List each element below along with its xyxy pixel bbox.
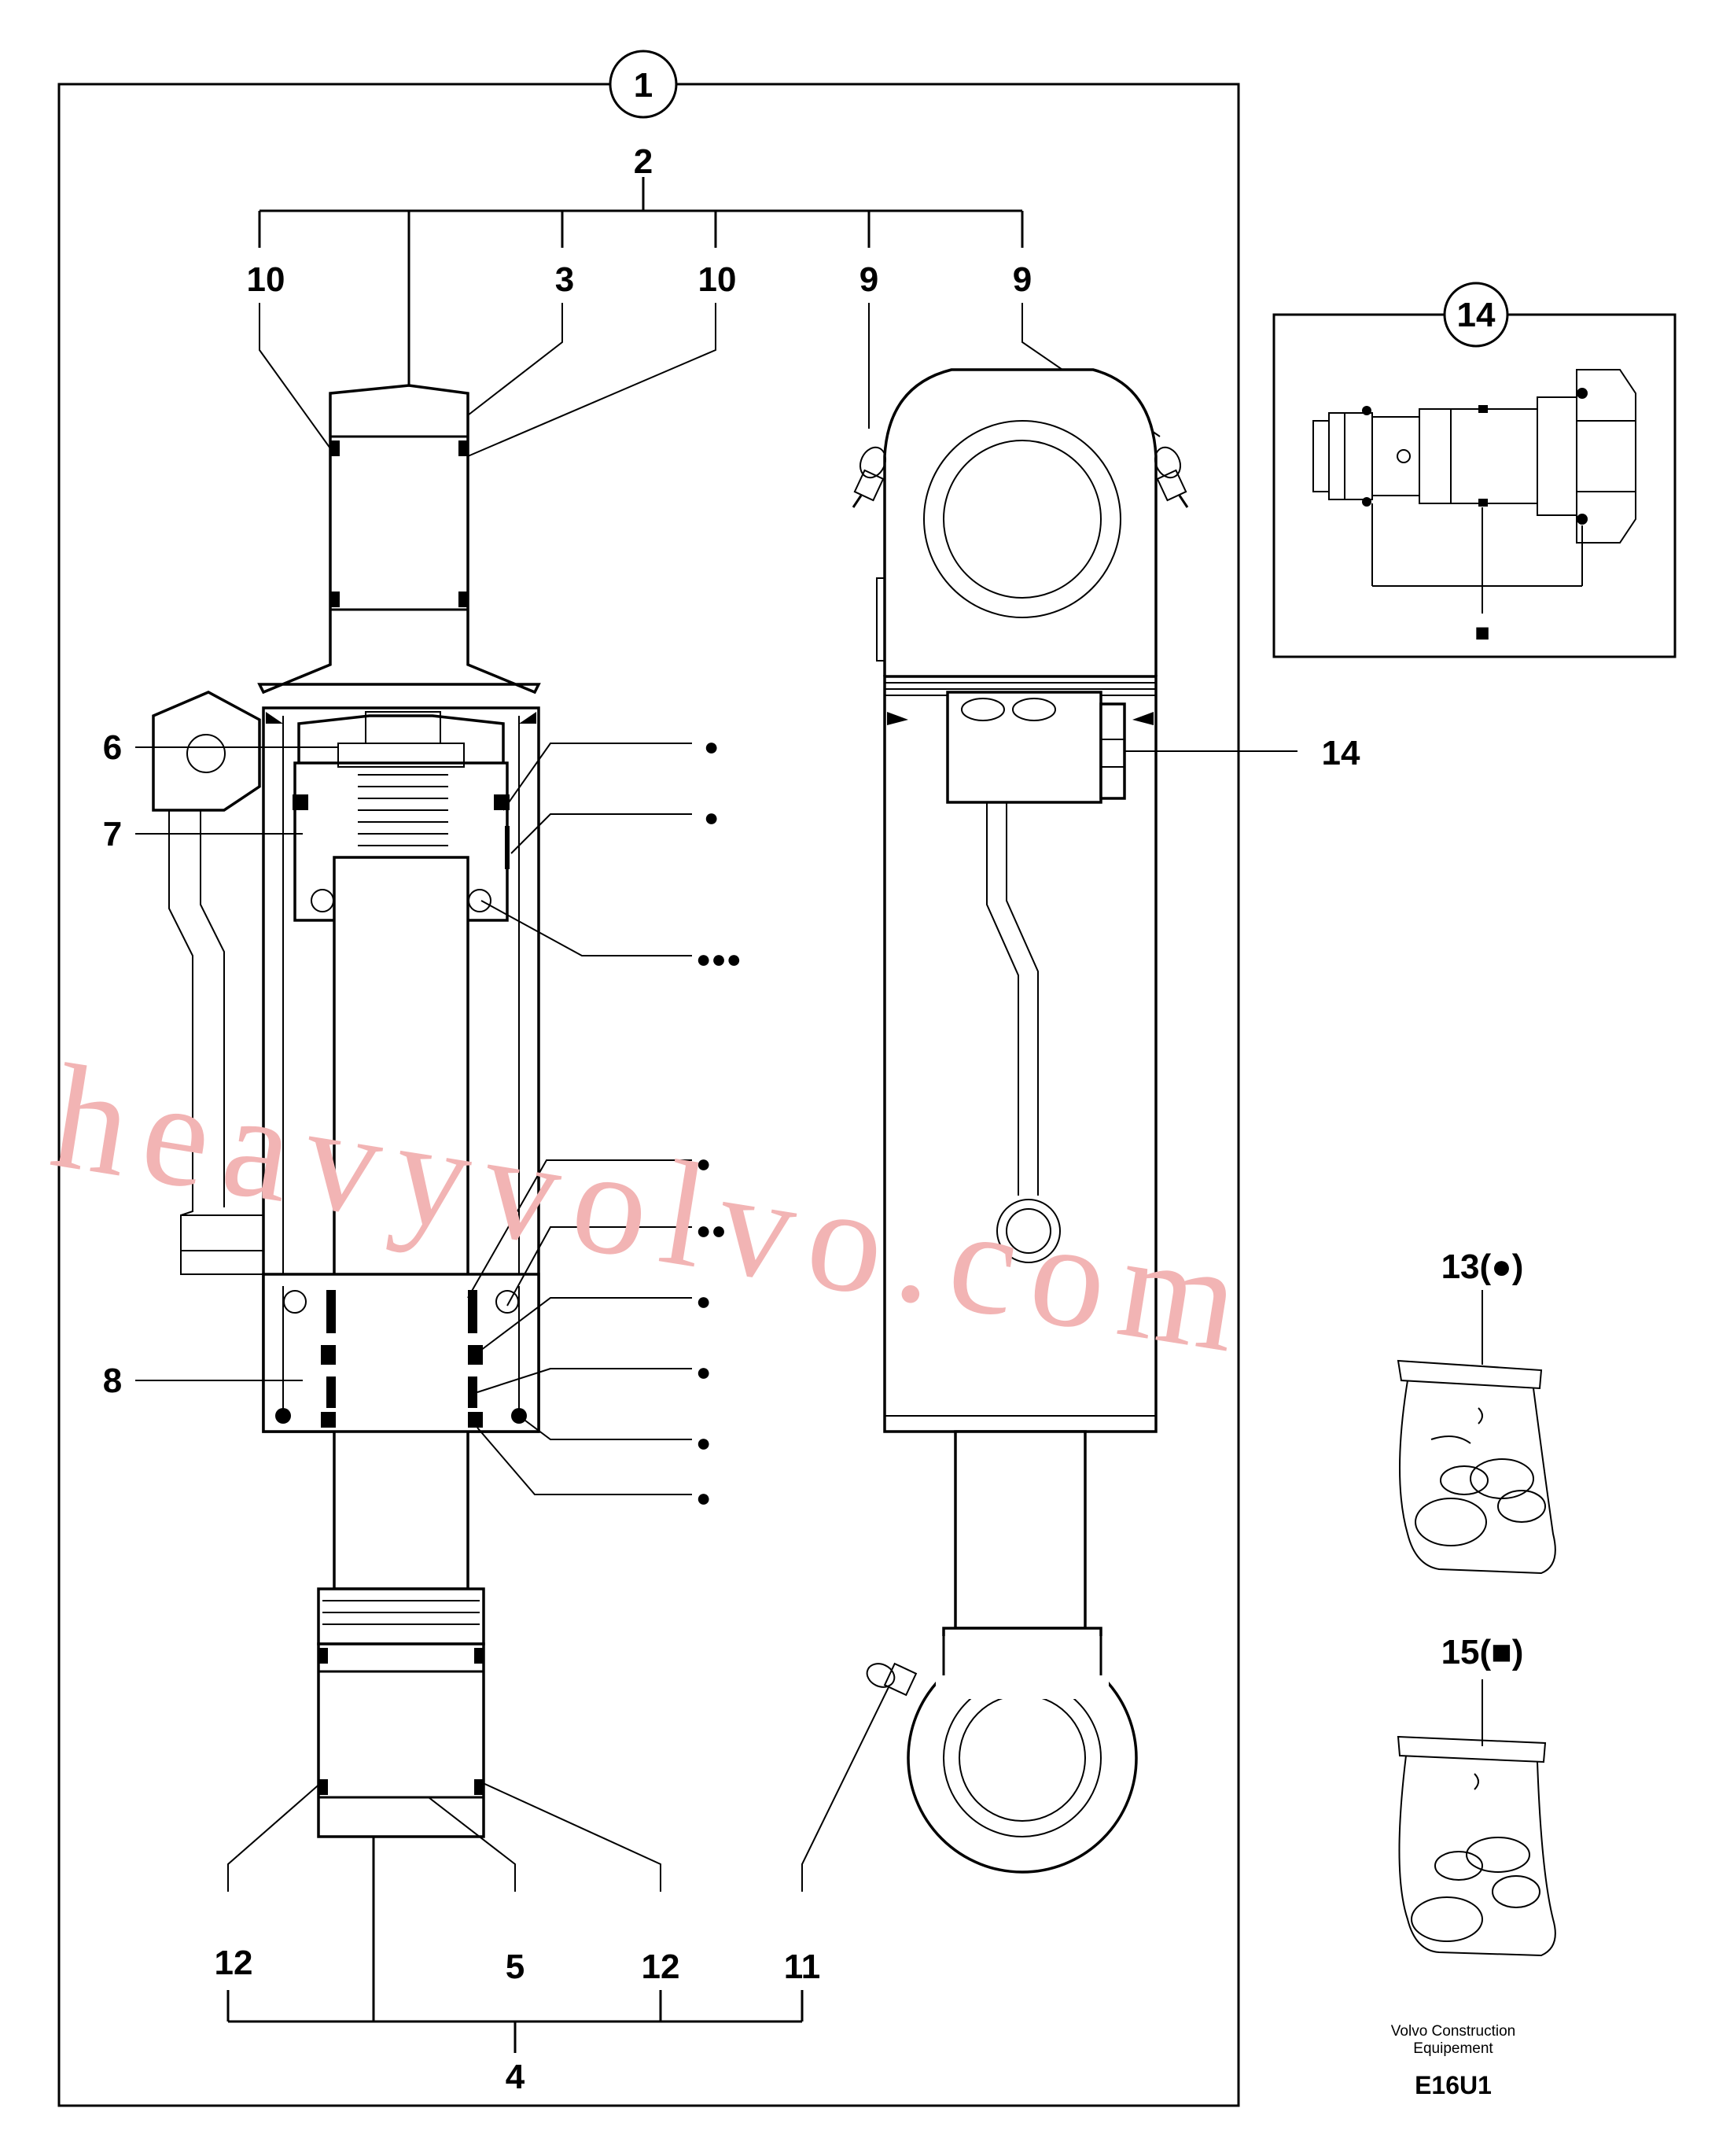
callout-9b: 9 [1013,260,1032,299]
footer-code: E16U1 [1415,2071,1492,2099]
seal-marker-1: ● [704,732,719,761]
callout-12b: 12 [642,1948,680,1986]
grease-nipple-bottom [866,1662,918,1697]
cylinder-right [852,368,1189,1874]
seal-marker-4: ● [696,1149,711,1178]
seal-marker-6: ● [696,1287,711,1315]
seal-leaders [467,743,692,1495]
callout-3: 3 [555,260,574,299]
callout-6: 6 [103,728,122,767]
top-leaders [259,303,1161,457]
inset-marker: ■ [1474,618,1489,647]
footer-company-line2: Equipement [1413,2040,1493,2057]
seal-marker-7: ● [696,1358,711,1386]
seal-marker-3: ●●● [696,945,742,973]
callout-7: 7 [103,815,122,853]
inset-14: 14 ■ [1272,282,1677,658]
seal-marker-8: ● [696,1428,711,1457]
grease-nipple-left [852,446,887,508]
footer-company-line1: Volvo Construction [1391,2023,1515,2040]
cylinder-left [152,384,541,1838]
callout-2: 2 [634,142,653,181]
seal-marker-5: ●● [696,1216,727,1244]
callout-12a: 12 [215,1944,253,1982]
kit-15: 15(■) [1397,1633,1556,1957]
inset-callout-14: 14 [1457,296,1496,334]
seal-marker-2: ● [704,803,719,831]
kit-13-label: 13(●) [1441,1248,1524,1286]
seal-marker-9: ● [696,1483,711,1512]
callout-5: 5 [506,1948,525,1986]
callout-10b: 10 [698,260,737,299]
callout-1-circle [609,50,678,119]
callout-11: 11 [784,1948,821,1986]
kit-15-label: 15(■) [1441,1633,1524,1671]
bracket-top [258,177,1024,385]
thread [358,774,448,858]
callout-10a: 10 [247,260,285,299]
callout-14: 14 [1322,734,1360,772]
grease-nipple-right [1154,446,1189,508]
callout-4: 4 [506,2058,525,2096]
callout-9a: 9 [859,260,878,299]
callout-1: 1 [634,66,653,105]
callout-8: 8 [103,1362,122,1400]
bracket-bottom [226,1686,889,2053]
kit-13: 13(●) [1397,1248,1556,1575]
